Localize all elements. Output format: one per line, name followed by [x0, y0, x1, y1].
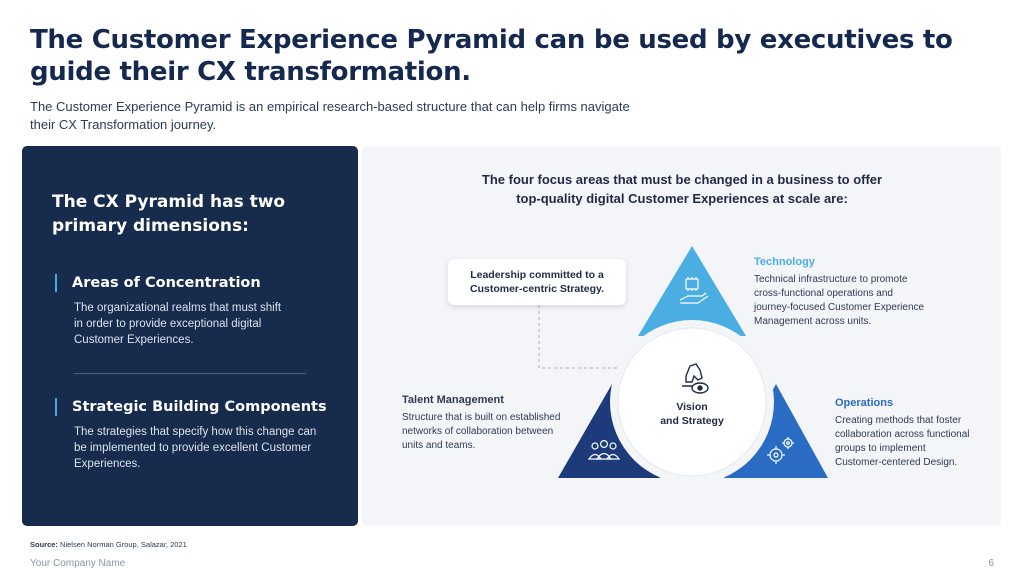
talent-title: Talent Management [402, 394, 504, 406]
dimension-description: The organizational realms that must shif… [74, 300, 328, 348]
desc-line: Creating methods that foster [835, 415, 962, 426]
chess-knight-eye-icon [682, 363, 709, 394]
company-name: Your Company Name [30, 558, 126, 569]
heading-line: top-quality digital Customer Experiences… [516, 191, 848, 206]
desc-line: Customer Experiences. [74, 334, 194, 346]
operations-title: Operations [835, 397, 894, 409]
dimensions-panel: The CX Pyramid has two primary dimension… [22, 146, 358, 526]
technology-title: Technology [754, 256, 815, 268]
center-line: and Strategy [660, 415, 724, 427]
callout-line: Leadership committed to a [470, 269, 604, 281]
page-title: The Customer Experience Pyramid can be u… [30, 25, 953, 87]
subtitle-line: The Customer Experience Pyramid is an em… [30, 99, 630, 114]
page-number: 6 [988, 558, 994, 569]
dimension-areas-of-concentration: Areas of Concentration The organizationa… [55, 272, 328, 348]
chip-hand-icon [679, 277, 709, 304]
desc-line: collaboration across functional [835, 429, 970, 440]
desc-line: journey-focused Customer Experience [754, 302, 925, 313]
callout-line: Customer-centric Strategy. [469, 283, 604, 295]
vision-strategy-label: Vision and Strategy [632, 400, 752, 428]
desc-line: Experiences. [74, 458, 141, 470]
dimension-description: The strategies that specify how this cha… [74, 424, 328, 472]
talent-management-label: Talent Management Structure that is buil… [402, 392, 602, 453]
dimension-strategic-building-components: Strategic Building Components The strate… [55, 396, 328, 472]
leadership-callout: Leadership committed to a Customer-centr… [448, 259, 626, 305]
desc-line: Management across units. [754, 316, 872, 327]
source-text: Nielsen Norman Group, Salazar, 2021 [60, 540, 187, 549]
desc-line: The strategies that specify how this cha… [74, 426, 317, 438]
focus-areas-heading: The four focus areas that must be change… [392, 170, 972, 208]
desc-line: cross-functional operations and [754, 288, 893, 299]
center-line: Vision [676, 401, 708, 413]
desc-line: networks of collaboration between [402, 426, 554, 437]
desc-line: Structure that is built on established [402, 412, 561, 423]
accent-bar [55, 274, 57, 292]
center-circle [617, 327, 767, 477]
desc-line: units and teams. [402, 440, 476, 451]
desc-line: in order to provide exceptional digital [74, 318, 262, 330]
heading-line: primary dimensions: [52, 216, 249, 236]
page-subtitle: The Customer Experience Pyramid is an em… [30, 98, 690, 134]
heading-line: The four focus areas that must be change… [481, 172, 883, 187]
source-note: Source: Nielsen Norman Group, Salazar, 2… [30, 540, 187, 549]
desc-line: Technical infrastructure to promote [754, 274, 908, 285]
desc-line: groups to implement [835, 443, 926, 454]
accent-bar [55, 398, 57, 416]
divider [74, 373, 306, 374]
gears-icon [767, 437, 794, 464]
desc-line: Customer-centered Design. [835, 457, 958, 468]
dimension-title: Strategic Building Components [72, 399, 327, 415]
focus-areas-panel: The four focus areas that must be change… [362, 146, 1001, 526]
subtitle-line: their CX Transformation journey. [30, 117, 217, 132]
operations-label: Operations Creating methods that foster … [835, 395, 995, 470]
technology-label: Technology Technical infrastructure to p… [754, 254, 954, 329]
dimension-title: Areas of Concentration [72, 275, 261, 291]
desc-line: The organizational realms that must shif… [74, 302, 282, 314]
source-label: Source: [30, 540, 58, 549]
desc-line: be implemented to provide excellent Cust… [74, 442, 312, 454]
dimensions-heading: The CX Pyramid has two primary dimension… [52, 190, 342, 238]
connector-line [538, 305, 624, 369]
people-icon [587, 440, 621, 460]
heading-line: The CX Pyramid has two [52, 192, 286, 212]
cx-pyramid-diagram [538, 246, 828, 484]
